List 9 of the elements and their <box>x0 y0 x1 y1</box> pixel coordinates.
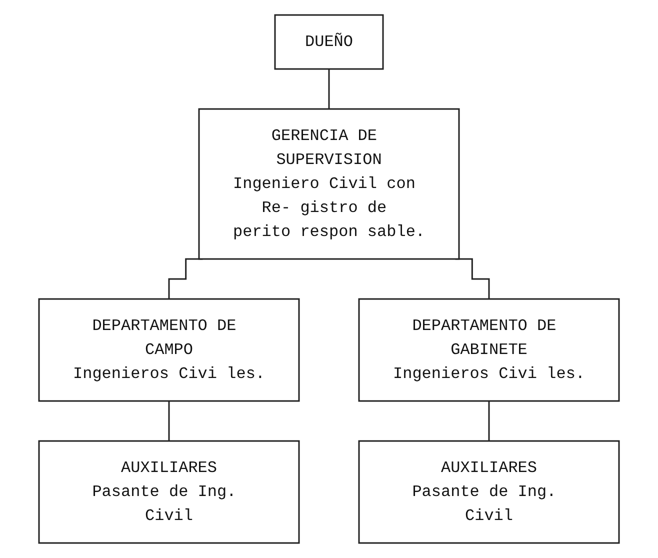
node-box: AUXILIARES Pasante de Ing. Civil <box>38 440 300 544</box>
node-box: DUEÑO <box>274 14 384 70</box>
node-box: GERENCIA DE SUPERVISION Ingeniero Civil con Re- gistro de perito respon sable. <box>198 108 460 260</box>
connector <box>488 400 490 442</box>
connector <box>328 68 330 110</box>
node-box: DEPARTAMENTO DE GABINETE Ingenieros Civi les. <box>358 298 620 402</box>
node-box: AUXILIARES Pasante de Ing. Civil <box>358 440 620 544</box>
node-box: DEPARTAMENTO DE CAMPO Ingenieros Civi les. <box>38 298 300 402</box>
connector <box>168 400 170 442</box>
